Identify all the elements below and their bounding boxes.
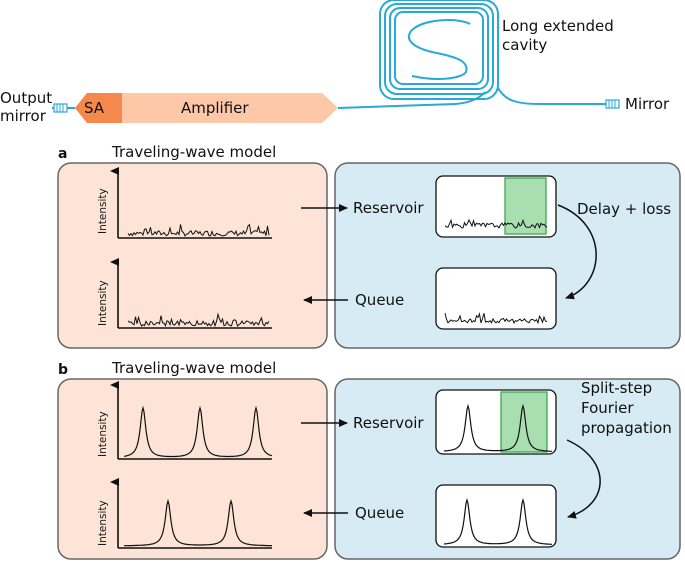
pulse-trace (124, 498, 273, 547)
process-label-line2: Fourier (581, 399, 634, 417)
amplifier-label: Amplifier (181, 99, 249, 117)
output-connector-icon (53, 103, 68, 113)
cavity-coil (379, 0, 499, 100)
fiber-to-mirror (497, 87, 610, 105)
saturable-absorber (75, 93, 122, 123)
cavity-label-line2: cavity (502, 36, 547, 54)
noise-trace (127, 223, 270, 237)
process-label-line3: propagation (581, 419, 672, 437)
process-label-line1: Split-step (581, 379, 652, 397)
propagation-window-highlight (500, 391, 548, 453)
sa-label: SA (84, 99, 105, 117)
amplifier-body (75, 93, 338, 123)
queue-window (435, 267, 557, 330)
panel-b-title: Traveling-wave model (111, 359, 276, 377)
reservoir-label: Reservoir (353, 199, 424, 217)
panel-b-bottom-plot: Intensity (97, 478, 273, 549)
panel-a-letter: a (58, 146, 67, 162)
panel-b: b Traveling-wave model Intensity Intensi… (57, 359, 681, 560)
panel-a-title: Traveling-wave model (111, 143, 276, 161)
y-axis-label: Intensity (97, 188, 109, 234)
panel-a-bottom-plot: Intensity (97, 258, 272, 329)
panel-b-top-plot: Intensity (97, 381, 273, 460)
cavity-label-line1: Long extended (502, 17, 614, 35)
y-axis-label: Intensity (97, 280, 109, 326)
process-label: Delay + loss (577, 200, 671, 218)
process-arrow (557, 204, 597, 300)
y-axis-label: Intensity (97, 500, 109, 546)
output-mirror-label-line1: Output (0, 89, 52, 107)
queue-label: Queue (355, 504, 404, 522)
delay-window-highlight (504, 177, 547, 235)
laser-schematic: Output mirror SA Amplifier Mirror Long e… (0, 0, 670, 125)
end-mirror-connector-icon (605, 99, 620, 109)
panel-a-model-box (57, 162, 328, 349)
noise-trace (444, 218, 548, 229)
mirror-label: Mirror (625, 95, 670, 113)
panel-b-reservoir-box (334, 378, 681, 560)
output-mirror-label-line2: mirror (0, 107, 47, 125)
panel-a-reservoir-box (334, 162, 681, 349)
panel-b-letter: b (58, 362, 68, 378)
pulse-trace (123, 405, 273, 458)
pulse-trace (443, 403, 552, 452)
panel-a-top-plot: Intensity (97, 167, 272, 239)
pulse-trace (443, 497, 552, 545)
process-arrow (566, 439, 601, 519)
queue-window (435, 484, 557, 548)
queue-label: Queue (355, 291, 404, 309)
panel-b-model-box (57, 378, 328, 560)
noise-trace (127, 312, 270, 328)
y-axis-label: Intensity (97, 411, 109, 457)
panel-a: a Traveling-wave model Intensity Intensi… (57, 143, 681, 349)
reservoir-label: Reservoir (353, 414, 424, 432)
noise-trace (444, 312, 548, 325)
